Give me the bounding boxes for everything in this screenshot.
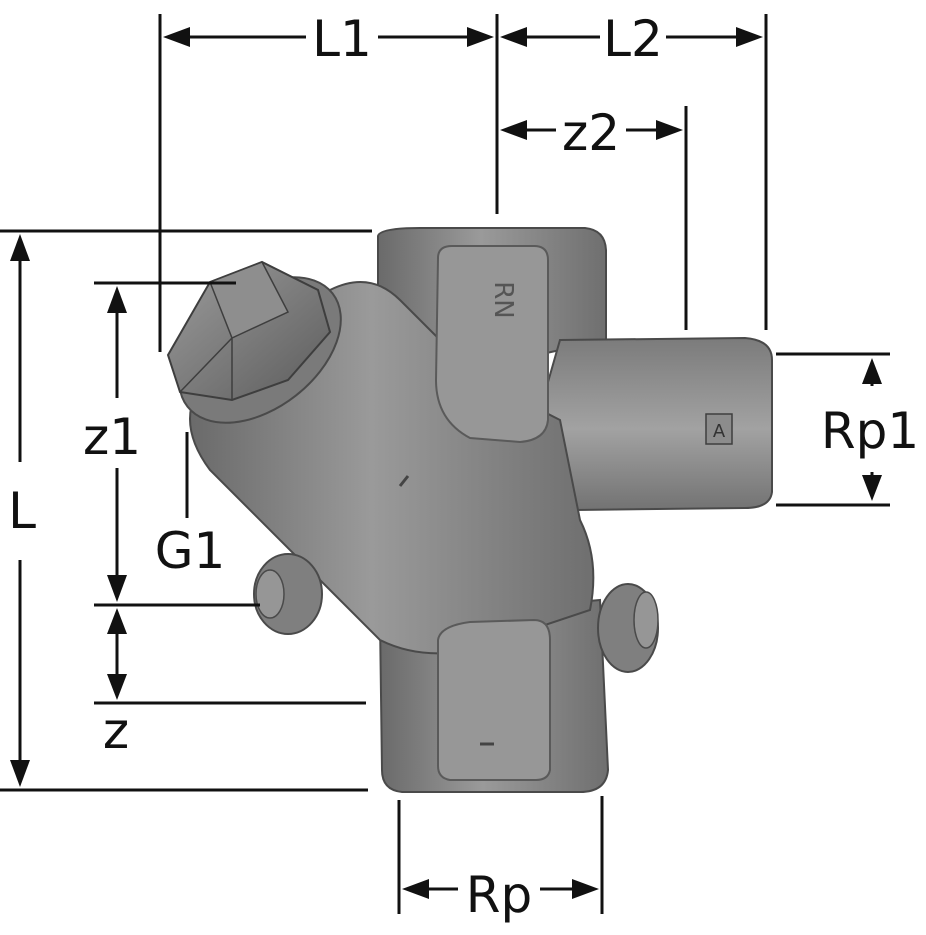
label-z: z xyxy=(103,702,129,760)
flow-mark-body xyxy=(398,475,410,487)
arrow-rp1-top xyxy=(862,358,882,384)
arrow-z1-top xyxy=(107,286,127,313)
arrow-z-bottom xyxy=(107,674,127,700)
right-outlet xyxy=(518,336,773,522)
arrow-rp1-bottom xyxy=(862,475,882,501)
top-panel xyxy=(434,245,549,444)
y-strainer-fitting: A RN xyxy=(166,227,773,793)
dimension-labels: L1 L2 z2 L z1 G1 z Rp1 Rp xyxy=(8,10,919,924)
right-boss-face xyxy=(633,591,659,649)
arrow-z2-left xyxy=(500,120,527,140)
arrow-l2-left xyxy=(500,27,527,47)
left-boss-face xyxy=(255,569,285,619)
arrow-l1-right xyxy=(467,27,494,47)
label-z1: z1 xyxy=(83,408,141,466)
label-l2: L2 xyxy=(603,10,663,68)
bottom-panel xyxy=(437,618,551,781)
arrow-l2-right xyxy=(736,27,763,47)
label-g1: G1 xyxy=(155,522,226,580)
arrow-l-top xyxy=(10,234,30,261)
label-l1: L1 xyxy=(312,10,372,68)
arrow-z1-bottom xyxy=(107,575,127,602)
label-rp1: Rp1 xyxy=(821,402,919,460)
arrow-rp-right xyxy=(572,879,599,899)
arrow-z2-right xyxy=(656,120,683,140)
label-l: L xyxy=(8,482,36,540)
arrow-l-bottom xyxy=(10,760,30,787)
label-z2: z2 xyxy=(562,104,620,162)
arrow-l1-left xyxy=(163,27,190,47)
hex-cap-facet xyxy=(179,261,290,400)
cast-marking: RN xyxy=(488,281,518,319)
outlet-mark-box xyxy=(705,413,733,445)
label-rp: Rp xyxy=(466,866,532,924)
dimension-lines xyxy=(0,14,890,914)
arrow-rp-left xyxy=(402,879,429,899)
outlet-mark: A xyxy=(713,421,726,442)
arrow-z-top xyxy=(107,608,127,634)
